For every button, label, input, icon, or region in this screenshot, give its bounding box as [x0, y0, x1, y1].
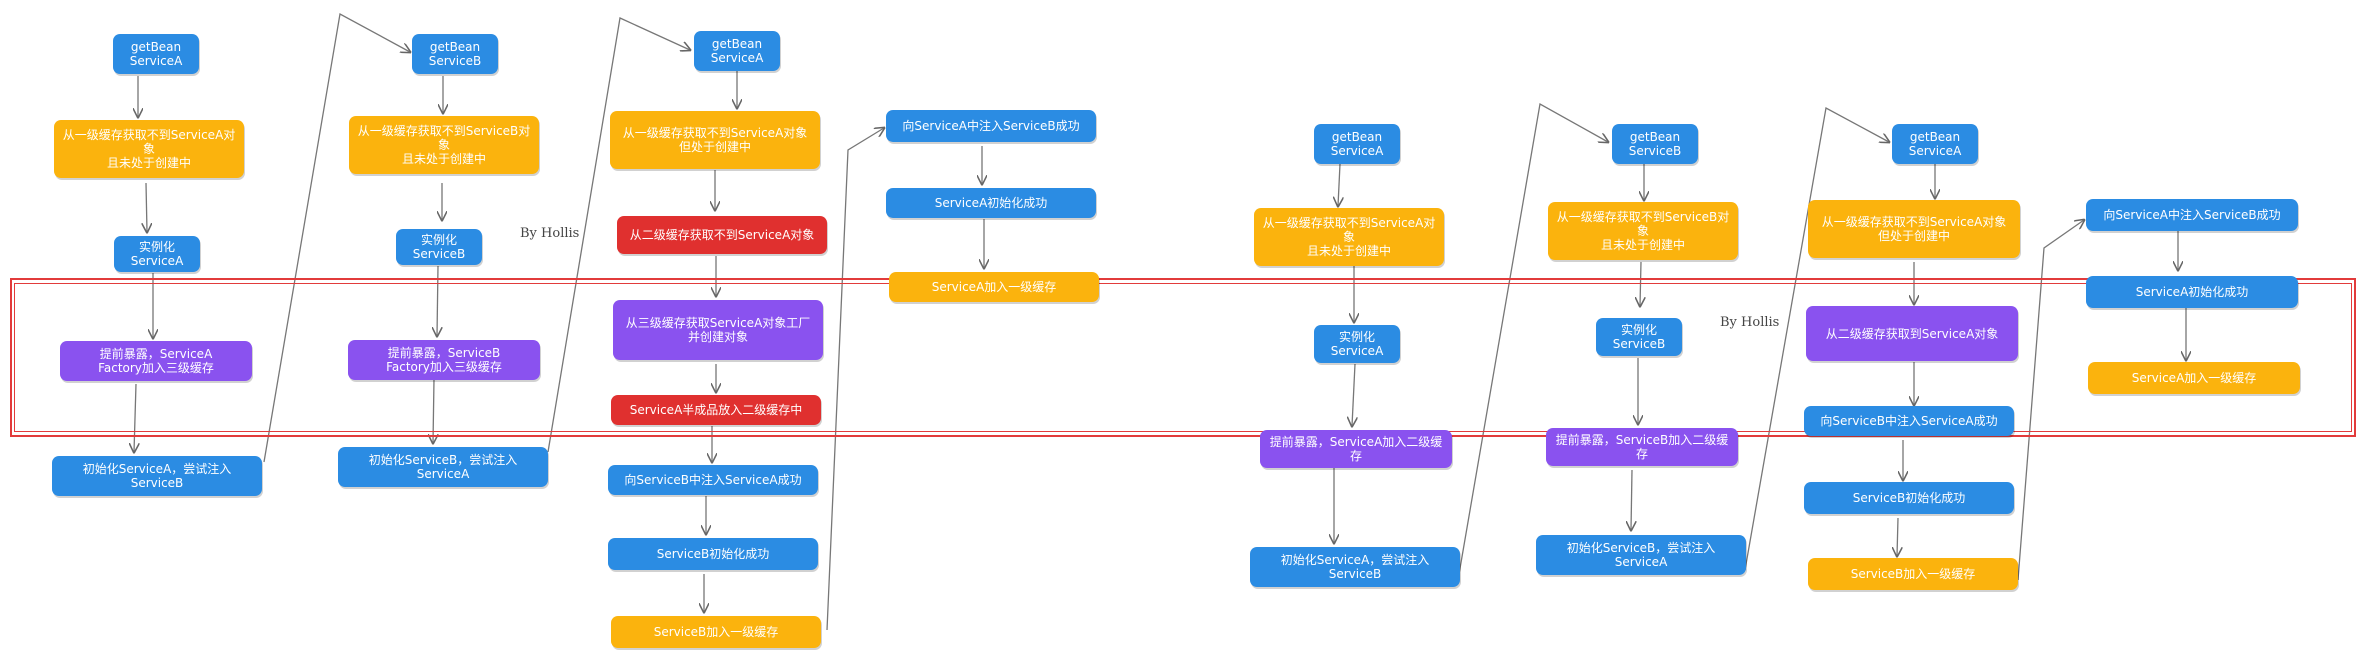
- arrow: [437, 265, 438, 336]
- arrow: [1457, 102, 1608, 581]
- lookup-l2-miss-node: 从二级缓存获取不到ServiceA对象: [617, 216, 827, 254]
- watermark: By Hollis: [520, 226, 580, 241]
- r-getbean-servicea-again-node: getBean ServiceA: [1892, 124, 1978, 164]
- half-object-to-l2-node: ServiceA半成品放入二级缓存中: [611, 395, 821, 425]
- getbean-servicea-again-node: getBean ServiceA: [694, 31, 780, 71]
- r-getbean-servicea-node: getBean ServiceA: [1314, 124, 1400, 164]
- instantiate-serviceb-node: 实例化ServiceB: [396, 229, 482, 265]
- instantiate-servicea-node: 实例化ServiceA: [114, 236, 200, 272]
- r-lookup-l1-servicea-creating-node: 从一级缓存获取不到ServiceA对象 但处于创建中: [1808, 200, 2020, 258]
- watermark: By Hollis: [1720, 315, 1780, 330]
- r-instantiate-servicea-node: 实例化ServiceA: [1314, 325, 1400, 363]
- highlight-box: [10, 278, 2356, 437]
- init-serviceb-node: 初始化ServiceB，尝试注入ServiceA: [338, 447, 548, 487]
- lookup-l3-factory-node: 从三级缓存获取ServiceA对象工厂 并创建对象: [613, 300, 823, 360]
- r-inject-into-serviceb-node: 向ServiceB中注入ServiceA成功: [1804, 406, 2014, 436]
- expose-serviceb-node: 提前暴露，ServiceB Factory加入三级缓存: [348, 340, 540, 380]
- init-servicea-node: 初始化ServiceA，尝试注入ServiceB: [52, 456, 262, 496]
- arrow: [1640, 261, 1641, 306]
- arrow: [1352, 363, 1355, 426]
- arrow: [1744, 106, 1889, 571]
- lookup-l1-serviceb-node: 从一级缓存获取不到ServiceB对象 且未处于创建中: [349, 116, 539, 174]
- r-serviceb-init-done-node: ServiceB初始化成功: [1804, 482, 2014, 514]
- r-getbean-serviceb-node: getBean ServiceB: [1612, 124, 1698, 164]
- getbean-serviceb-node: getBean ServiceB: [412, 34, 498, 74]
- r-init-servicea-node: 初始化ServiceA，尝试注入ServiceB: [1250, 547, 1460, 587]
- r-servicea-to-l1-node: ServiceA加入一级缓存: [2088, 362, 2300, 394]
- arrow: [263, 12, 410, 463]
- arrow: [433, 378, 434, 443]
- expose-servicea-node: 提前暴露，ServiceA Factory加入三级缓存: [60, 341, 252, 381]
- arrow: [1631, 469, 1632, 530]
- inject-into-servicea-node: 向ServiceA中注入ServiceB成功: [886, 110, 1096, 142]
- inject-into-serviceb-node: 向ServiceB中注入ServiceA成功: [608, 465, 818, 495]
- arrow: [146, 182, 147, 232]
- arrow: [2017, 220, 2084, 581]
- serviceb-to-l1-node: ServiceB加入一级缓存: [611, 616, 821, 648]
- r-lookup-l2-hit-node: 从二级缓存获取到ServiceA对象: [1806, 306, 2018, 361]
- r-instantiate-serviceb-node: 实例化ServiceB: [1596, 318, 1682, 356]
- r-inject-into-servicea-node: 向ServiceA中注入ServiceB成功: [2086, 199, 2298, 231]
- arrow: [134, 383, 136, 452]
- arrow: [1338, 163, 1340, 206]
- lookup-l1-servicea-node: 从一级缓存获取不到ServiceA对象 且未处于创建中: [54, 120, 244, 178]
- lookup-l1-servicea-creating-node: 从一级缓存获取不到ServiceA对象 但处于创建中: [610, 111, 820, 169]
- serviceb-init-done-node: ServiceB初始化成功: [608, 538, 818, 570]
- servicea-init-done-node: ServiceA初始化成功: [886, 188, 1096, 218]
- servicea-to-l1-node: ServiceA加入一级缓存: [889, 272, 1099, 302]
- getbean-servicea-node: getBean ServiceA: [113, 34, 199, 74]
- r-init-serviceb-node: 初始化ServiceB，尝试注入ServiceA: [1536, 535, 1746, 575]
- arrow: [547, 17, 690, 453]
- r-expose-serviceb-node: 提前暴露，ServiceB加入二级缓存: [1546, 428, 1738, 466]
- r-serviceb-to-l1-node: ServiceB加入一级缓存: [1808, 558, 2018, 590]
- r-servicea-init-done-node: ServiceA初始化成功: [2086, 276, 2298, 308]
- r-lookup-l1-servicea-node: 从一级缓存获取不到ServiceA对象 且未处于创建中: [1254, 208, 1444, 266]
- r-expose-servicea-node: 提前暴露，ServiceA加入二级缓存: [1260, 430, 1452, 468]
- highlight-box-inner: [14, 283, 2352, 432]
- arrow: [826, 128, 884, 631]
- r-lookup-l1-serviceb-node: 从一级缓存获取不到ServiceB对象 且未处于创建中: [1548, 202, 1738, 260]
- arrow: [1897, 517, 1898, 556]
